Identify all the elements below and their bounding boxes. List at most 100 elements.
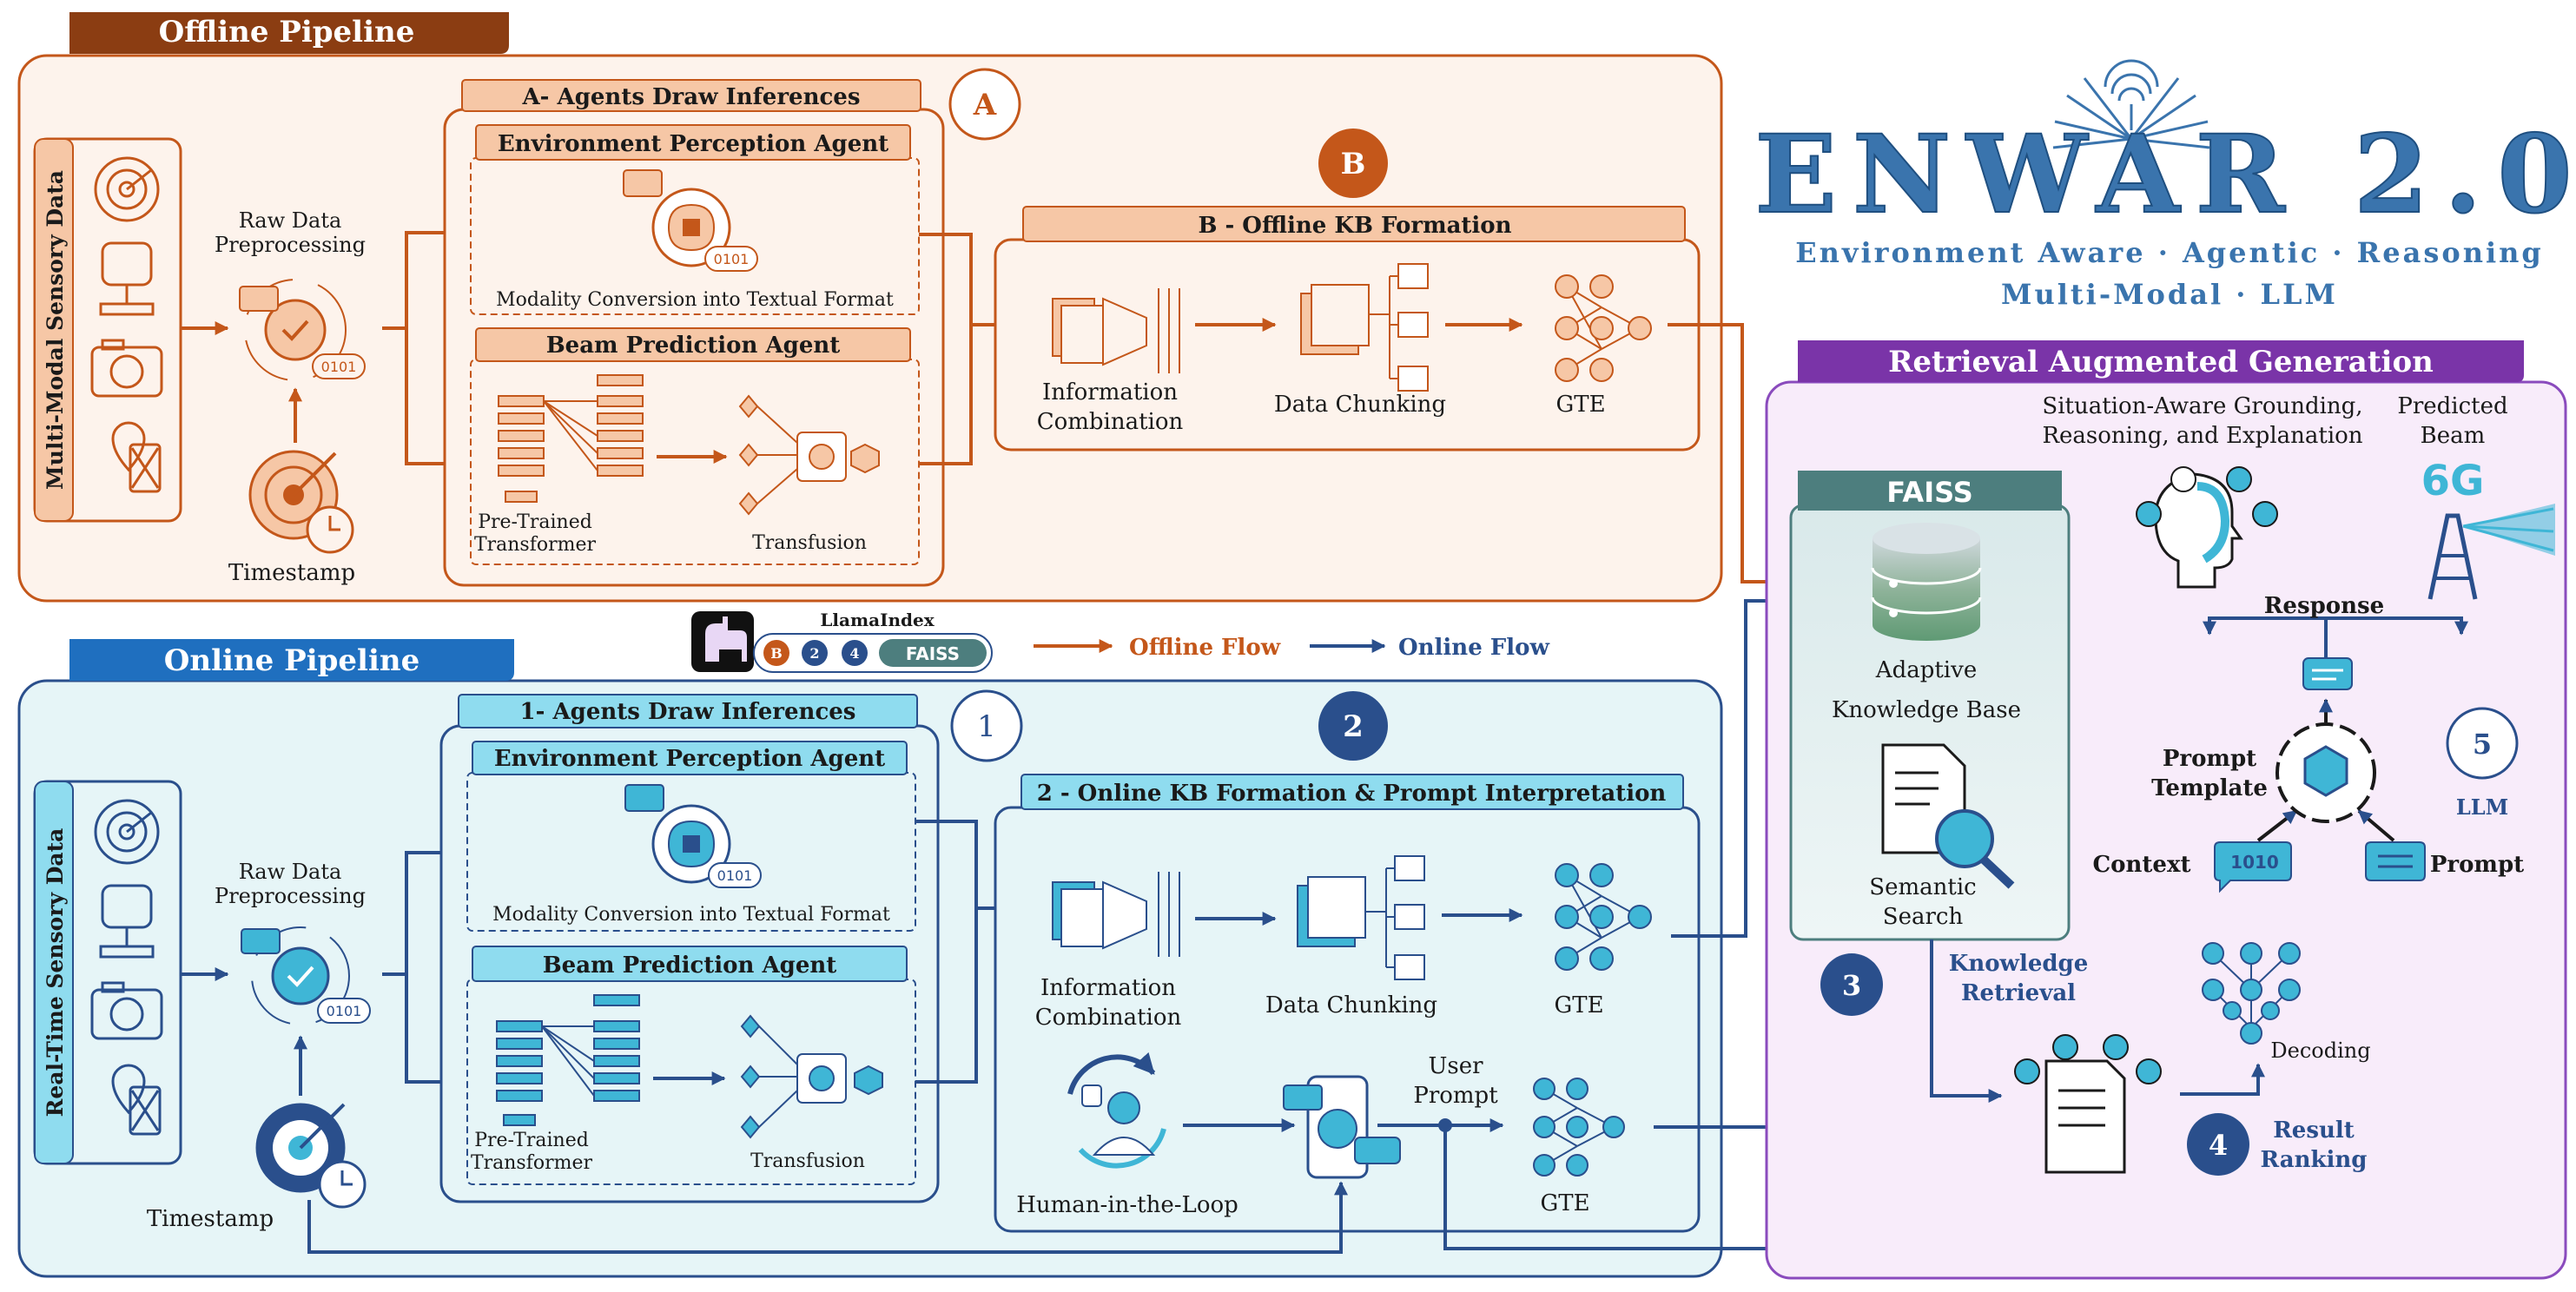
online-title-tab — [69, 639, 514, 681]
offline-timestamp-target-icon — [248, 450, 354, 554]
lidar-icon — [99, 884, 155, 959]
online-env-agent-title-bg — [472, 741, 908, 775]
online-env-agent-title: Environment Perception Agent — [494, 746, 885, 772]
offline-funnel-icon — [1052, 288, 1180, 373]
offline-transfusion-icon — [738, 394, 880, 516]
step-4-text: 4 — [2209, 1129, 2228, 1162]
result-document-icon — [2014, 1034, 2162, 1174]
online-gte-network-icon — [1555, 863, 1652, 971]
beam-tower-icon — [2427, 504, 2555, 600]
semantic-search-line2: Search — [1883, 904, 1964, 930]
online-kb-title: 2 - Online KB Formation & Prompt Interpr… — [1037, 781, 1667, 807]
online-arrow-env-to-kb — [915, 820, 978, 908]
offline-kb-title: B - Offline KB Formation — [1198, 213, 1511, 239]
llamaindex-label: LlamaIndex — [820, 610, 935, 630]
offline-kb-title-bg — [1022, 206, 1686, 242]
online-transformer-line1: Pre-Trained — [474, 1130, 589, 1151]
context-bubble-icon: 1010 — [2214, 841, 2292, 893]
online-timestamp-target-icon — [255, 1103, 367, 1209]
offline-agents-title: A- Agents Draw Inferences — [522, 84, 861, 110]
radar-icon — [94, 156, 160, 222]
rag-arrow-response-to-reasoning — [2203, 616, 2328, 658]
faiss-header-label: FAISS — [1886, 476, 1973, 509]
context-label: Context — [2092, 852, 2190, 878]
step-5-text: 5 — [2473, 728, 2492, 761]
gps-icon — [111, 421, 162, 493]
offline-pipeline: Offline Pipeline Multi-Modal Sensory Dat… — [17, 12, 1869, 603]
situation-line2: Reasoning, and Explanation — [2042, 423, 2362, 449]
offline-transformer-line1: Pre-Trained — [478, 511, 592, 533]
legend-chip-2: 2 — [809, 645, 819, 662]
online-title: Online Pipeline — [164, 643, 419, 678]
online-agents-title: 1- Agents Draw Inferences — [520, 699, 856, 725]
step-4-badge — [2187, 1113, 2249, 1176]
rag-arrow-search-to-ranking — [1930, 939, 2003, 1103]
offline-sensor-icons — [90, 156, 163, 493]
offline-chunking-icon — [1300, 263, 1429, 392]
online-beam-agent-title-bg — [472, 946, 908, 982]
online-preprocess-gear-icon: 0101 — [241, 926, 371, 1025]
online-chunking-icon — [1297, 855, 1425, 980]
legend-offline-flow: Offline Flow — [1129, 635, 1281, 661]
user-prompt-line1: User — [1428, 1053, 1483, 1079]
online-timestamp-label: Timestamp — [147, 1206, 274, 1232]
predicted-beam-line1: Predicted — [2397, 393, 2507, 419]
svg-text:0101: 0101 — [714, 251, 750, 267]
sixg-label: 6G — [2421, 457, 2485, 505]
online-preprocess-line2: Preprocessing — [215, 884, 366, 908]
svg-text:0101: 0101 — [717, 867, 753, 884]
rag-arrow-response-to-beam — [2326, 616, 2468, 636]
rag-arrow-ranking-to-decoding — [2180, 1063, 2265, 1096]
situation-line1: Situation-Aware Grounding, — [2042, 393, 2362, 419]
online-sensor-label: Real-Time Sensory Data — [43, 828, 68, 1117]
online-env-caption: Modality Conversion into Textual Format — [492, 904, 890, 926]
rag-title-tab — [1798, 340, 2524, 382]
rag-title: Retrieval Augmented Generation — [1888, 345, 2434, 379]
online-badge-2 — [1318, 691, 1388, 761]
svg-text:0101: 0101 — [321, 359, 357, 375]
online-transformer-icon — [496, 994, 640, 1126]
adaptive-kb-line1: Adaptive — [1875, 657, 1977, 683]
offline-badge-b-text: B — [1341, 147, 1366, 181]
offline-info-line1: Information — [1042, 379, 1178, 405]
camera-icon — [90, 339, 163, 398]
step-3-badge — [1820, 953, 1883, 1016]
offline-timestamp-label: Timestamp — [228, 560, 355, 586]
decoding-label: Decoding — [2270, 1038, 2370, 1063]
user-phone-icon — [1283, 1075, 1401, 1179]
offline-sensor-label-bg — [34, 138, 74, 522]
offline-transformer-line2: Transformer — [474, 534, 597, 556]
offline-transfusion-label: Transfusion — [752, 532, 867, 554]
prompt-template-line1: Prompt — [2163, 746, 2256, 772]
online-preprocess-line1: Raw Data — [239, 860, 342, 884]
prompt-bubble-icon — [2365, 841, 2426, 881]
knowledge-retrieval-line2: Retrieval — [1961, 980, 2076, 1006]
online-arrow-to-env-agent — [382, 846, 467, 976]
svg-text:1010: 1010 — [2230, 852, 2279, 873]
offline-preprocess-line1: Raw Data — [239, 208, 342, 233]
online-arrow-timestamp-to-phone — [307, 1181, 1348, 1254]
online-pipeline: Online Pipeline Real-Time Sensory Data R… — [17, 594, 2404, 1278]
legend-online-flow: Online Flow — [1398, 635, 1549, 661]
rag-arrow-prompt-to-template — [2357, 809, 2395, 842]
logo-title: ENWAR 2.0 — [1754, 112, 2576, 238]
offline-beam-agent-title: Beam Prediction Agent — [546, 333, 841, 359]
online-transfusion-icon — [740, 1014, 883, 1139]
online-info-line2: Combination — [1035, 1005, 1182, 1031]
online-transformer-line2: Transformer — [471, 1152, 593, 1174]
semantic-search-line1: Semantic — [1869, 874, 1976, 900]
online-gte2-label: GTE — [1540, 1190, 1589, 1216]
camera-icon — [90, 981, 163, 1040]
radar-icon — [94, 799, 160, 865]
offline-arrow-to-env-agent — [382, 226, 469, 330]
legend-chip-b: B — [770, 645, 783, 662]
online-gte2-network-icon — [1533, 1078, 1625, 1177]
offline-preprocess-line2: Preprocessing — [215, 233, 366, 257]
online-transfusion-label: Transfusion — [750, 1150, 865, 1172]
online-info-line1: Information — [1040, 975, 1176, 1001]
user-prompt-line2: Prompt — [1413, 1083, 1498, 1109]
faiss-header — [1798, 471, 2062, 511]
offline-sensor-label: Multi-Modal Sensory Data — [43, 170, 68, 490]
database-icon — [1871, 523, 1982, 641]
result-ranking-line2: Ranking — [2261, 1147, 2368, 1173]
